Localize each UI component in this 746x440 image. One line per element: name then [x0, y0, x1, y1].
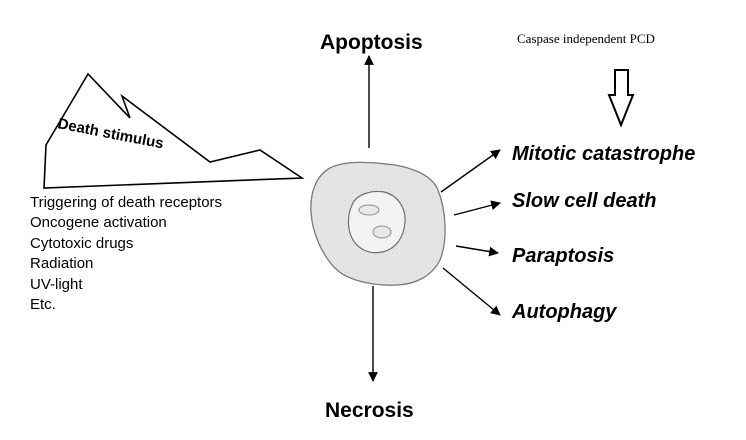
caspase-independent-label: Caspase independent PCD [517, 31, 655, 46]
death-stimulus-bolt [43, 72, 305, 189]
cell-nucleus [347, 190, 406, 254]
trigger-item: Cytotoxic drugs [30, 235, 133, 252]
nucleolus-upper [358, 204, 380, 216]
outcome-slow-cell-death: Slow cell death [512, 190, 656, 212]
arrow-paraptosis [455, 245, 499, 257]
trigger-item: UV-light [30, 276, 83, 293]
arrow-slow-cell-death [453, 200, 501, 216]
outcome-mitotic-catastrophe: Mitotic catastrophe [512, 143, 695, 165]
trigger-item: Oncogene activation [30, 214, 167, 231]
nucleolus-lower [372, 225, 392, 239]
necrosis-label: Necrosis [325, 399, 414, 422]
outcome-paraptosis: Paraptosis [512, 245, 614, 267]
hollow-down-arrow [607, 69, 635, 128]
arrow-mitotic-catastrophe [440, 149, 501, 193]
outcome-autophagy: Autophagy [511, 301, 617, 323]
trigger-item: Triggering of death receptors [30, 194, 222, 211]
trigger-item: Radiation [30, 255, 93, 272]
apoptosis-label: Apoptosis [320, 31, 423, 54]
arrow-autophagy [442, 267, 501, 316]
trigger-item: Etc. [30, 296, 56, 313]
